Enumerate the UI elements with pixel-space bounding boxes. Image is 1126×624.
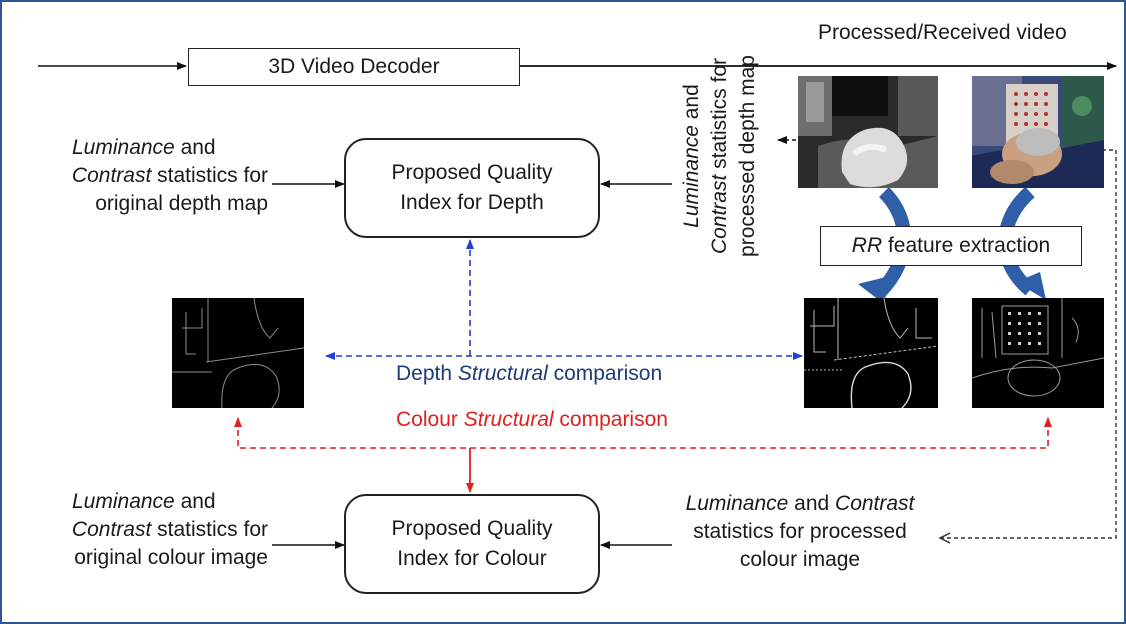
colour-index-box: Proposed Quality Index for Colour bbox=[344, 494, 600, 594]
colour-index-line2: Index for Colour bbox=[397, 547, 547, 570]
depth-original-line3: original depth map bbox=[95, 192, 268, 215]
colour-structural-text2: comparison bbox=[553, 408, 668, 431]
depth-processed-line3: processed depth map bbox=[736, 55, 759, 257]
edge-map-original bbox=[172, 298, 304, 408]
decoder-box: 3D Video Decoder bbox=[188, 48, 520, 86]
colour-processed-line1-em: Luminance bbox=[685, 492, 789, 515]
depth-processed-line1: and bbox=[680, 84, 703, 126]
colour-processed-line1: and bbox=[788, 492, 836, 515]
depth-original-line1-em: Luminance bbox=[72, 136, 175, 159]
depth-structural-text1: Depth bbox=[396, 362, 458, 385]
colour-processed-stats: Luminance and Contrast statistics for pr… bbox=[662, 490, 938, 574]
depth-map-image bbox=[798, 76, 938, 188]
decoder-output-label: Processed/Received video bbox=[818, 21, 1067, 44]
rr-feature-extraction-box: RR feature extraction bbox=[820, 226, 1082, 266]
depth-original-stats: Luminance and Contrast statistics for or… bbox=[40, 134, 268, 218]
depth-processed-line1-em: Luminance bbox=[680, 125, 703, 228]
colour-original-line1-em: Luminance bbox=[72, 490, 175, 513]
colour-structural-label: Colour Structural comparison bbox=[396, 406, 668, 434]
colour-frame-dashed-path bbox=[940, 149, 1117, 538]
depth-processed-line2: statistics for bbox=[708, 57, 731, 175]
colour-structural-bracket bbox=[237, 420, 1049, 449]
colour-original-line1: and bbox=[174, 490, 216, 513]
depth-original-line1: and bbox=[174, 136, 216, 159]
colour-original-line2-em: Contrast bbox=[71, 518, 152, 541]
colour-index-line1: Proposed Quality bbox=[391, 517, 553, 540]
colour-structural-text1: Colour bbox=[396, 408, 464, 431]
depth-processed-line2-em: Contrast bbox=[708, 174, 731, 255]
colour-processed-line2: statistics for processed bbox=[693, 520, 907, 543]
depth-original-line2: statistics for bbox=[151, 164, 268, 187]
depth-index-line2: Index for Depth bbox=[400, 191, 544, 214]
depth-structural-text2: comparison bbox=[547, 362, 663, 385]
colour-frame-image bbox=[972, 76, 1104, 188]
colour-processed-line1-em2: Contrast bbox=[835, 492, 915, 515]
depth-processed-stats: Luminance and Contrast statistics for pr… bbox=[678, 40, 762, 272]
edge-map-depth-processed bbox=[804, 298, 938, 408]
colour-original-stats: Luminance and Contrast statistics for or… bbox=[40, 488, 268, 572]
depth-structural-label: Depth Structural comparison bbox=[396, 360, 662, 388]
decoder-label: 3D Video Decoder bbox=[268, 55, 440, 78]
rr-label-em: RR bbox=[851, 234, 883, 257]
colour-processed-line3: colour image bbox=[739, 548, 861, 571]
depth-original-line2-em: Contrast bbox=[71, 164, 152, 187]
depth-index-box: Proposed Quality Index for Depth bbox=[344, 138, 600, 238]
depth-index-line1: Proposed Quality bbox=[391, 161, 553, 184]
colour-structural-em: Structural bbox=[463, 408, 554, 431]
rr-label: feature extraction bbox=[882, 234, 1051, 257]
colour-original-line2: statistics for bbox=[151, 518, 268, 541]
colour-original-line3: original colour image bbox=[74, 546, 268, 569]
depth-structural-em: Structural bbox=[457, 362, 548, 385]
edge-map-colour-processed bbox=[972, 298, 1104, 408]
